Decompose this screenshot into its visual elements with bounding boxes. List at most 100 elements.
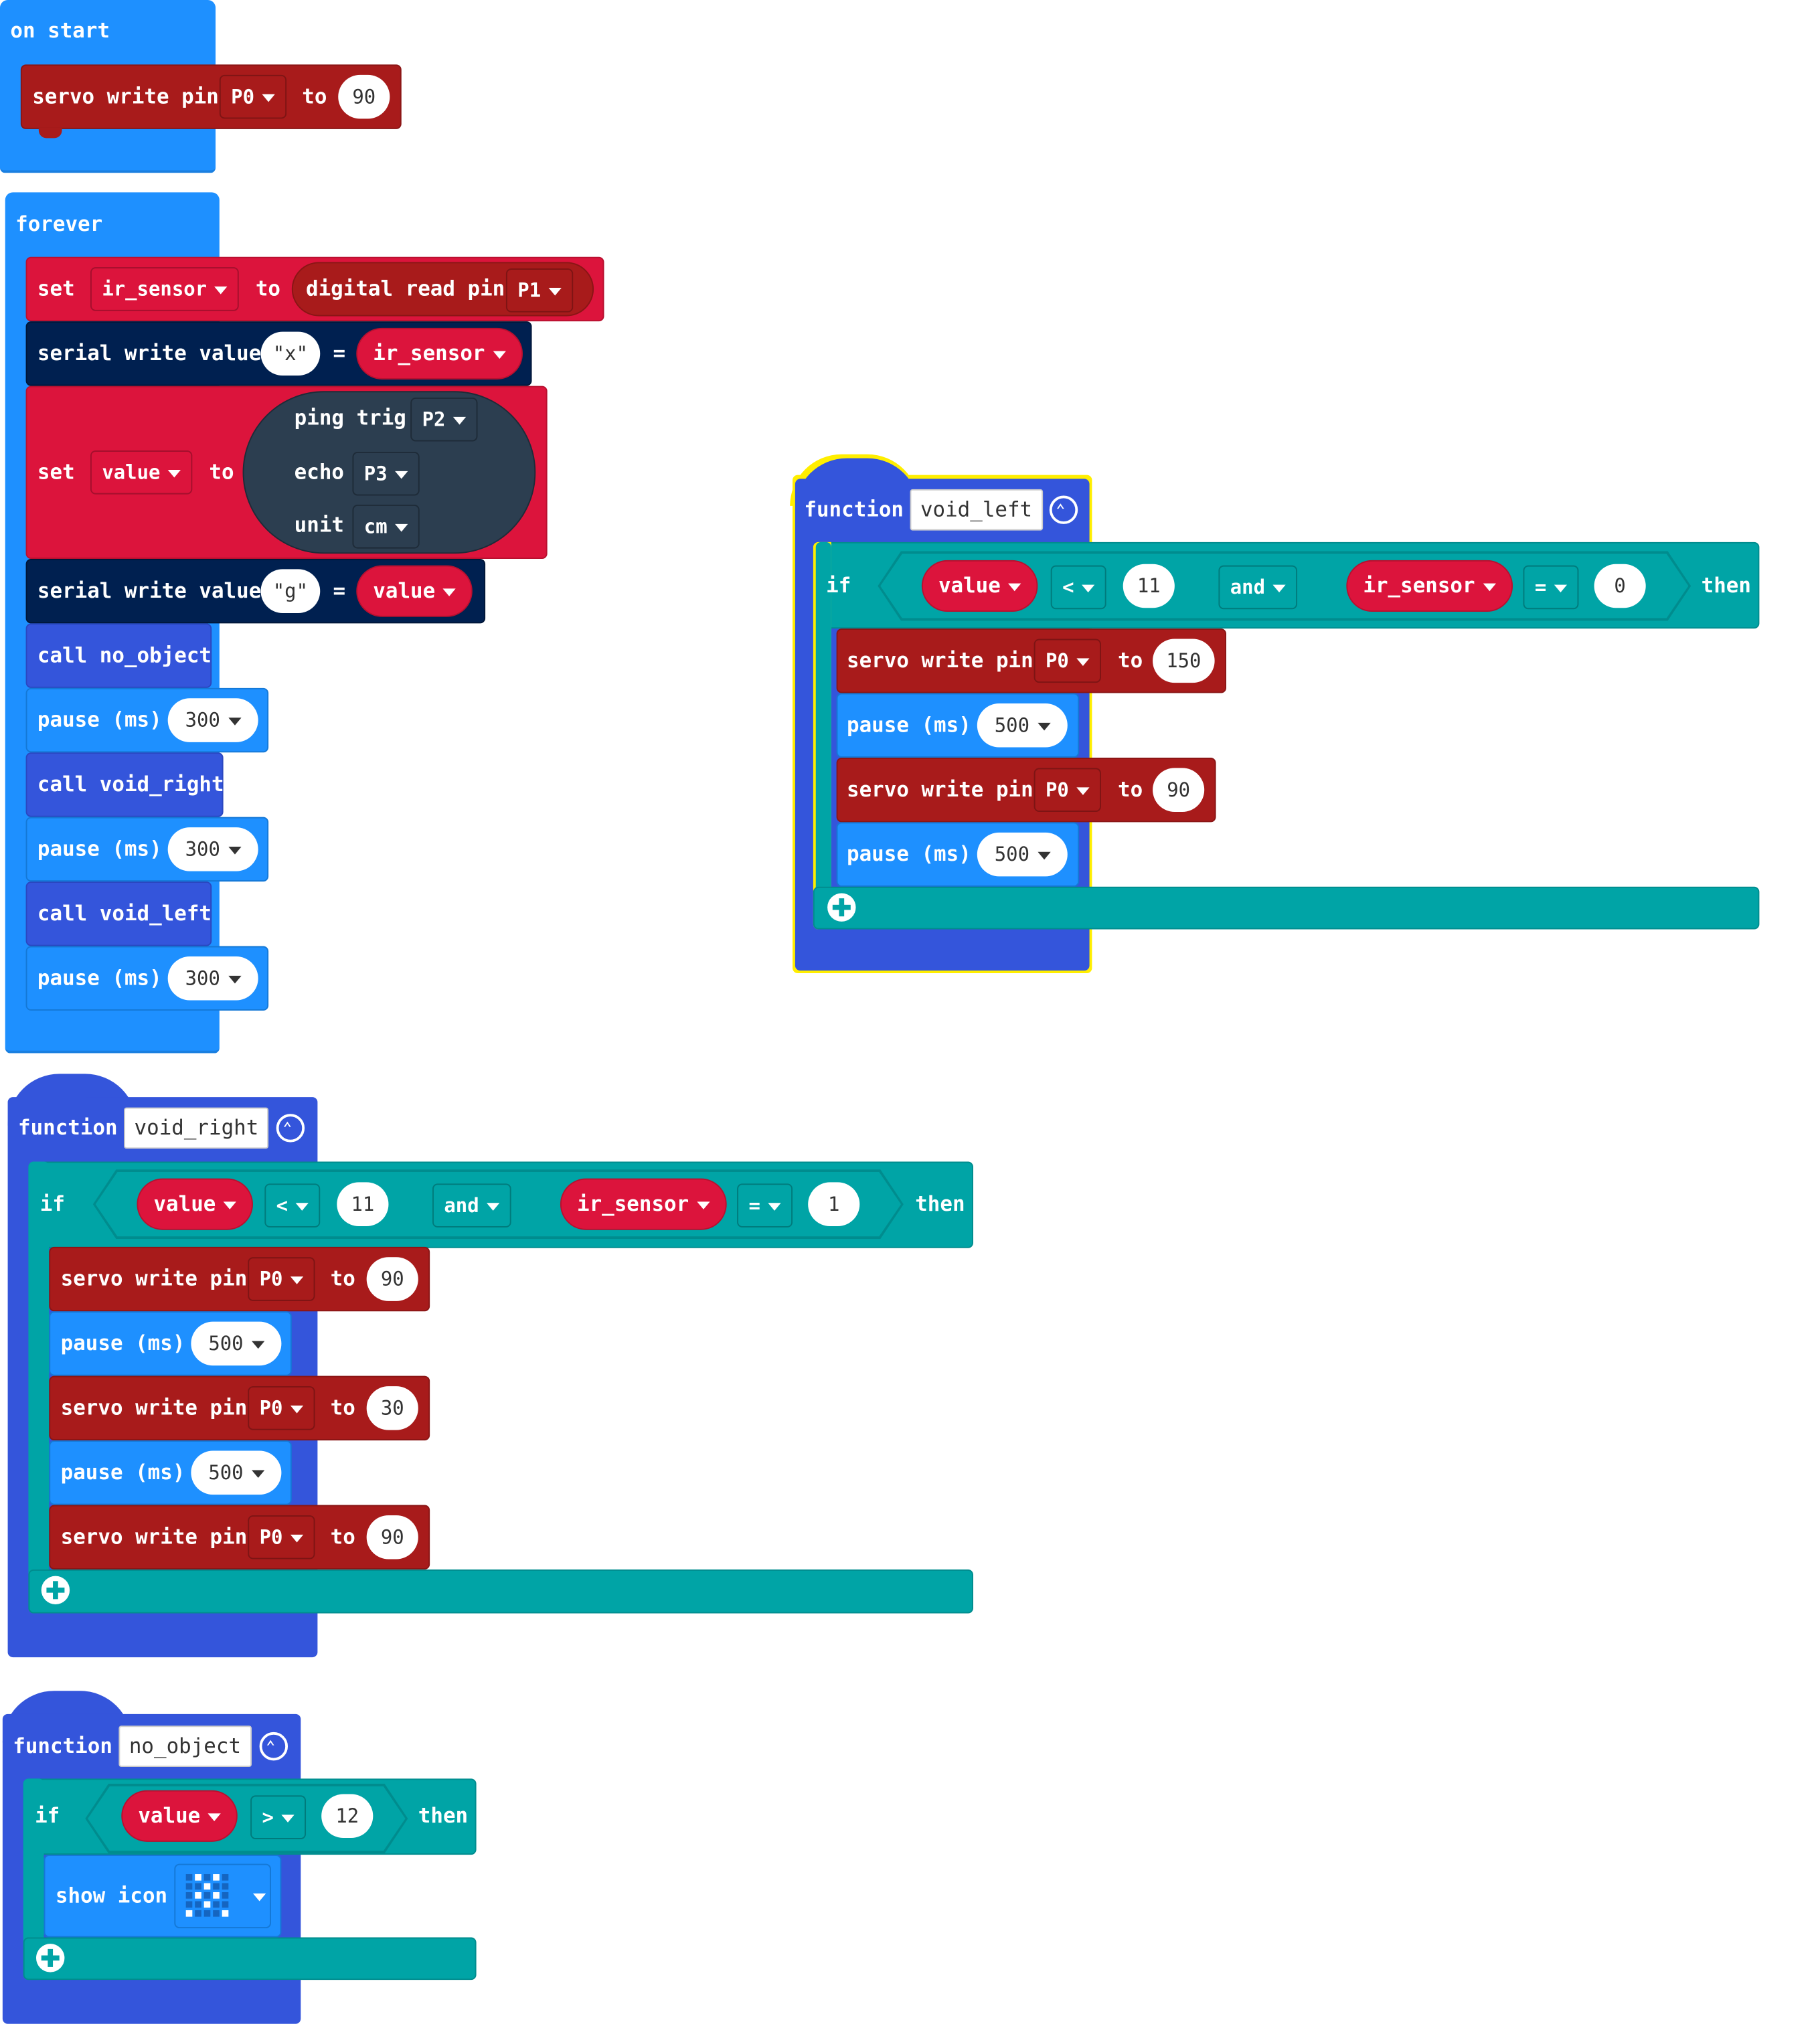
servo-label: servo write pin <box>60 1395 248 1420</box>
variable-reporter[interactable]: value <box>356 565 473 617</box>
to-label: to <box>1117 648 1143 673</box>
pin-dropdown[interactable]: P0 <box>1033 768 1102 812</box>
variable-reporter[interactable]: ir_sensor <box>356 327 523 380</box>
then-keyword: then <box>1701 573 1751 598</box>
pause-dropdown[interactable]: 500 <box>191 1321 282 1366</box>
chevron-up-icon: ⌃ <box>1056 501 1066 519</box>
operator-dropdown[interactable]: < <box>264 1183 321 1228</box>
if-footer <box>23 1937 477 1980</box>
variable-reporter[interactable]: ir_sensor <box>560 1178 727 1230</box>
servo-write-block[interactable] <box>49 1375 430 1441</box>
chevron-down-icon <box>214 286 228 294</box>
variable-reporter[interactable]: value <box>921 560 1038 612</box>
and-dropdown[interactable]: and <box>1218 565 1298 610</box>
function-name-input[interactable]: void_right <box>124 1107 269 1149</box>
led-cell <box>213 1901 220 1908</box>
servo-write-block[interactable] <box>836 757 1216 823</box>
pin-dropdown[interactable]: P0 <box>248 1515 315 1559</box>
servo-write-block[interactable] <box>49 1505 430 1570</box>
to-label: to <box>209 459 234 485</box>
pin-dropdown[interactable]: P0 <box>1033 639 1102 683</box>
led-cell <box>203 1883 211 1890</box>
led-cell <box>222 1910 229 1917</box>
chevron-down-icon <box>487 1202 500 1210</box>
operator-dropdown[interactable]: > <box>250 1795 307 1839</box>
led-cell <box>203 1901 211 1908</box>
trig-dropdown[interactable]: P2 <box>410 397 478 442</box>
servo-write-block[interactable] <box>20 64 402 129</box>
led-matrix-icon <box>185 1874 232 1920</box>
function-name-input[interactable]: void_left <box>910 489 1043 531</box>
chevron-down-icon <box>1037 722 1050 730</box>
operator-dropdown[interactable]: = <box>737 1183 793 1228</box>
led-cell <box>185 1883 193 1890</box>
add-else-icon[interactable] <box>41 1576 70 1605</box>
chevron-down-icon <box>291 1276 304 1284</box>
collapse-arrow-icon[interactable] <box>276 1114 305 1143</box>
number-input[interactable]: 11 <box>1123 564 1175 608</box>
number-input[interactable]: 1 <box>808 1182 860 1226</box>
and-dropdown[interactable]: and <box>432 1183 511 1228</box>
number-input[interactable]: 12 <box>321 1794 374 1839</box>
chevron-down-icon <box>223 1201 237 1209</box>
variable-reporter[interactable]: ir_sensor <box>1346 560 1513 612</box>
chevron-down-icon <box>493 350 506 359</box>
call-void-left-block[interactable] <box>25 881 212 946</box>
function-name-input[interactable]: no_object <box>118 1725 252 1767</box>
number-input[interactable]: 11 <box>337 1182 389 1226</box>
pin-dropdown[interactable]: P0 <box>248 1386 315 1430</box>
to-label: to <box>330 1395 355 1420</box>
angle-input[interactable]: 150 <box>1153 639 1215 683</box>
string-input[interactable]: "g" <box>260 569 321 613</box>
var-dropdown[interactable]: ir_sensor <box>90 267 240 311</box>
pause-dropdown[interactable]: 500 <box>191 1450 282 1495</box>
angle-input[interactable]: 90 <box>338 74 390 119</box>
chevron-down-icon <box>1272 584 1286 592</box>
servo-write-block[interactable] <box>49 1246 430 1312</box>
pin-dropdown[interactable]: P0 <box>219 74 287 119</box>
add-else-icon[interactable] <box>35 1944 65 1972</box>
angle-input[interactable]: 90 <box>366 1257 418 1301</box>
led-cell <box>185 1910 193 1917</box>
angle-input[interactable]: 30 <box>366 1386 418 1430</box>
angle-input[interactable]: 90 <box>1153 768 1205 812</box>
call-label: call void_left <box>37 901 212 926</box>
function-keyword: function <box>13 1733 112 1758</box>
call-no-object-block[interactable] <box>25 623 212 688</box>
set-label: set <box>37 276 75 301</box>
operator-dropdown[interactable]: < <box>1050 565 1106 610</box>
add-else-icon[interactable] <box>827 893 856 922</box>
function-keyword: function <box>804 497 904 522</box>
collapse-arrow-icon[interactable] <box>1049 495 1078 524</box>
icon-picker[interactable] <box>174 1863 271 1929</box>
led-cell <box>222 1874 229 1881</box>
pause-label: pause (ms) <box>37 707 162 732</box>
variable-reporter[interactable]: value <box>121 1790 238 1842</box>
unit-dropdown[interactable]: cm <box>352 505 420 549</box>
pause-dropdown[interactable]: 500 <box>977 832 1068 877</box>
string-input[interactable]: "x" <box>260 331 321 376</box>
if-keyword: if <box>826 573 851 598</box>
variable-reporter[interactable]: value <box>137 1178 254 1230</box>
var-dropdown[interactable]: value <box>90 450 193 495</box>
pause-dropdown[interactable]: 300 <box>167 698 258 742</box>
chevron-down-icon <box>281 1814 295 1822</box>
chevron-down-icon <box>1037 851 1050 859</box>
pause-dropdown[interactable]: 300 <box>167 956 258 1001</box>
collapse-arrow-icon[interactable] <box>259 1732 288 1761</box>
chevron-down-icon <box>1076 657 1090 666</box>
echo-dropdown[interactable]: P3 <box>352 451 420 496</box>
angle-input[interactable]: 90 <box>366 1515 418 1559</box>
led-cell <box>195 1883 201 1890</box>
number-input[interactable]: 0 <box>1594 564 1646 608</box>
call-void-right-block[interactable] <box>25 752 224 817</box>
pin-dropdown[interactable]: P1 <box>505 268 574 313</box>
led-cell <box>195 1892 201 1899</box>
chevron-down-icon <box>295 1202 309 1210</box>
pause-dropdown[interactable]: 300 <box>167 827 258 871</box>
operator-dropdown[interactable]: = <box>1523 565 1579 610</box>
chevron-down-icon <box>768 1202 781 1210</box>
pin-dropdown[interactable]: P0 <box>248 1257 315 1301</box>
pause-dropdown[interactable]: 500 <box>977 703 1068 748</box>
